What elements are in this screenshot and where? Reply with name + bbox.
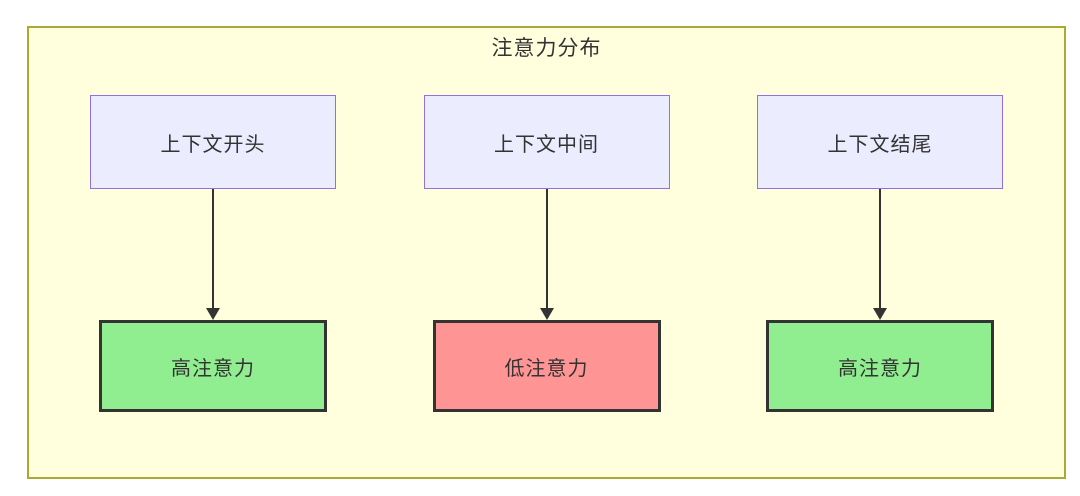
down-arrow — [873, 189, 887, 320]
target-node-label: 高注意力 — [171, 357, 255, 380]
diagram-frame: 注意力分布 上下文开头 高注意力 上下文中间 低注意力 — [27, 26, 1066, 479]
target-node-label: 高注意力 — [838, 357, 922, 380]
source-node-label: 上下文开头 — [160, 133, 266, 156]
down-arrow — [206, 189, 220, 320]
target-node-attention: 高注意力 — [99, 320, 327, 412]
arrowhead-icon — [873, 308, 887, 320]
down-arrow — [539, 189, 554, 320]
source-node-label: 上下文中间 — [494, 133, 599, 156]
flow-column-start: 上下文开头 高注意力 — [90, 95, 336, 412]
target-node-label: 低注意力 — [504, 357, 589, 380]
diagram-title: 注意力分布 — [491, 37, 602, 60]
arrow-line — [879, 189, 881, 308]
arrow-line — [212, 189, 214, 308]
source-node-label: 上下文结尾 — [827, 133, 933, 156]
source-node-context-start: 上下文开头 — [90, 95, 336, 189]
source-node-context-end: 上下文结尾 — [757, 95, 1003, 189]
source-node-context-middle: 上下文中间 — [423, 95, 670, 189]
flow-column-middle: 上下文中间 低注意力 — [423, 95, 670, 412]
arrow-line — [545, 189, 548, 308]
target-node-attention: 高注意力 — [766, 320, 994, 412]
target-node-attention: 低注意力 — [432, 320, 661, 412]
arrowhead-icon — [539, 308, 554, 320]
arrowhead-icon — [206, 308, 220, 320]
flow-column-end: 上下文结尾 高注意力 — [757, 95, 1003, 412]
flow-columns: 上下文开头 高注意力 上下文中间 低注意力 上下文结 — [29, 95, 1064, 412]
